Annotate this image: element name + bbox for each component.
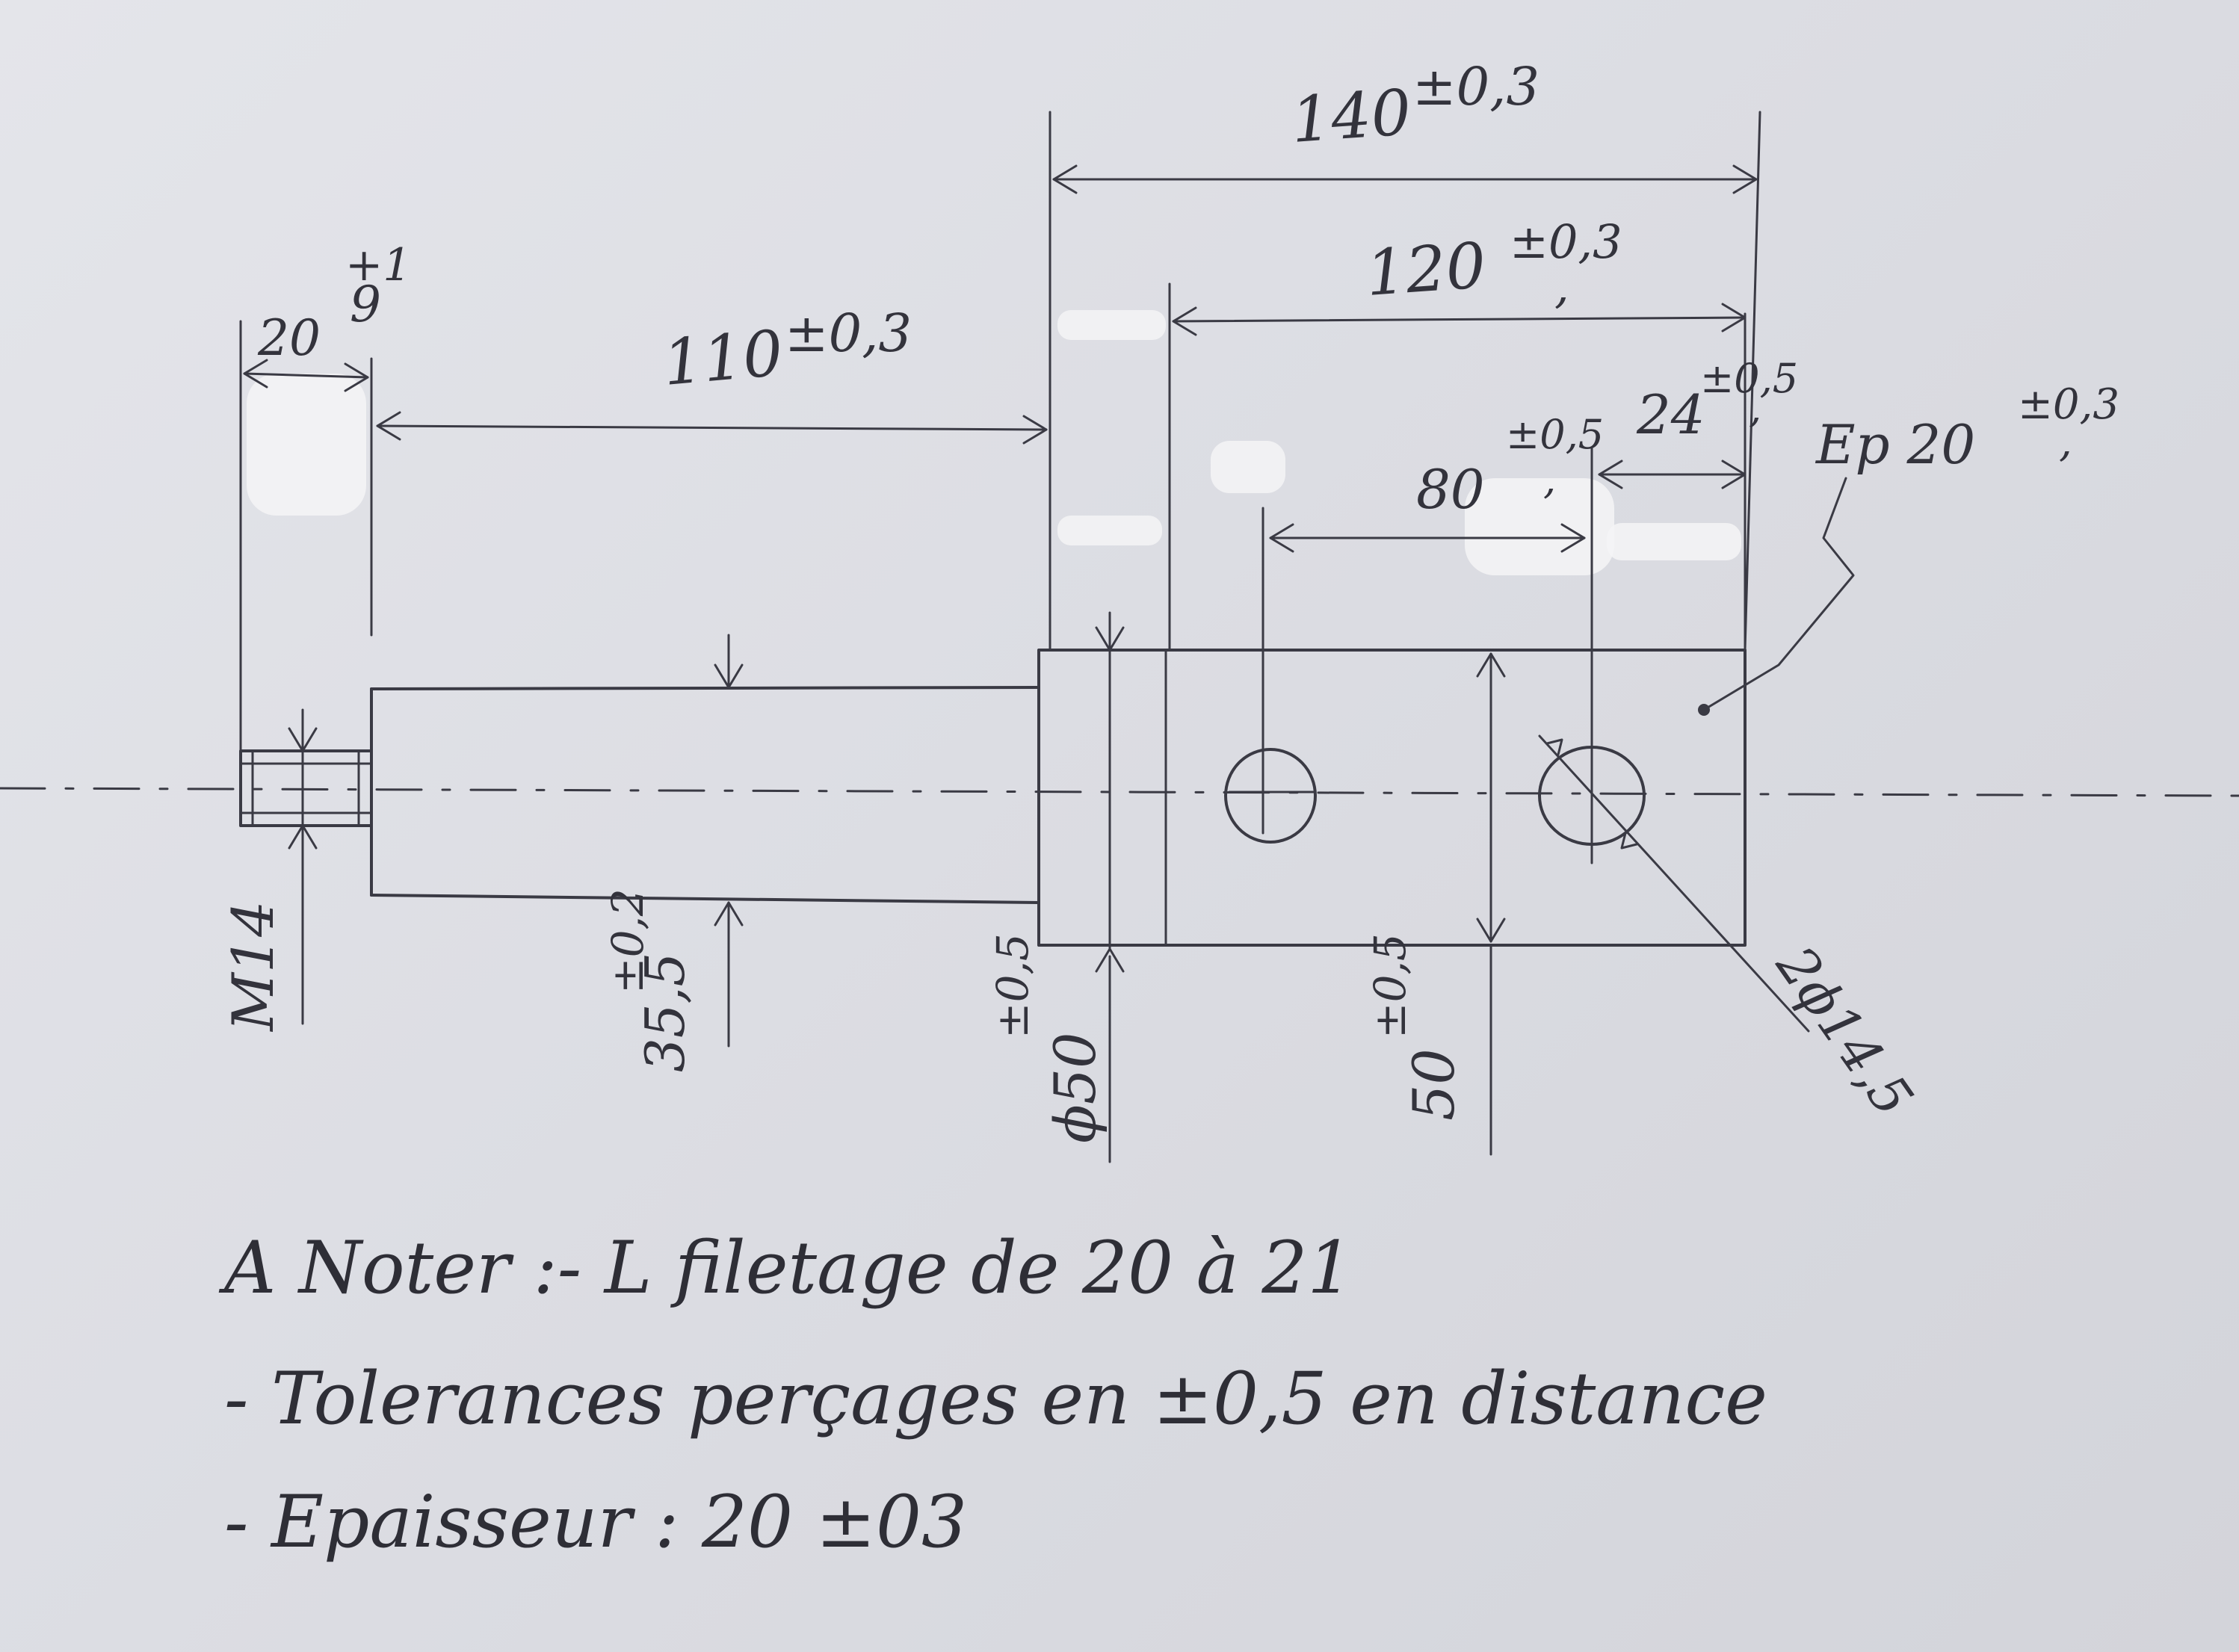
note-line-3: - Epaisseur : 20 ±03 <box>224 1480 967 1564</box>
block-height-tolerance: ±0,5 <box>1365 933 1415 1039</box>
shaft-length-tolerance: ±0,3 <box>785 303 912 364</box>
hole-1 <box>1224 507 1317 844</box>
centre-line <box>0 787 2239 797</box>
thickness-leader <box>1702 477 1855 711</box>
thickness-tolerance-upper: ±0,3 <box>2018 380 2119 429</box>
thread-length-tolerance: +1 <box>345 239 411 291</box>
note-line-1: A Noter :- L filetage de 20 à 21 <box>218 1226 1353 1310</box>
hole1-distance-tolerance-upper: ±0,5 <box>1506 411 1604 458</box>
collar-diameter-tolerance: ±0,5 <box>987 933 1038 1039</box>
thickness-label: Ep 20 <box>1815 413 1975 476</box>
block-length-tolerance-lower: , <box>1554 259 1569 314</box>
collar-diameter-value: ϕ50 <box>1042 1032 1108 1143</box>
hole2-distance-tolerance-lower: , <box>1749 385 1761 432</box>
hole1-distance-tolerance-lower: , <box>1543 456 1556 503</box>
shaft-length-value: 110 <box>660 316 785 400</box>
overall-length-tolerance: ±0,3 <box>1412 56 1539 117</box>
block-length-value: 120 <box>1364 229 1489 310</box>
notes: A Noter :- L filetage de 20 à 21 - Toler… <box>218 1226 1767 1564</box>
thread-length-alt: 9 <box>350 276 381 333</box>
holes-label: 2ϕ14,5 <box>1764 935 1926 1127</box>
dimension-lines <box>243 164 1758 973</box>
block-length-tolerance-upper: ±0,3 <box>1510 214 1622 269</box>
hole-2 <box>1538 447 1810 1033</box>
note-line-2: - Tolerances perçages en ±0,5 en distanc… <box>224 1357 1767 1441</box>
shaft-diameter-value: 35,5 <box>634 953 697 1072</box>
shaft <box>370 686 1040 904</box>
thread-label: M14 <box>220 900 286 1033</box>
extension-lines <box>239 111 1761 1163</box>
thickness-leader-dot <box>1698 704 1710 716</box>
overall-length-value: 140 <box>1289 75 1414 157</box>
correction-fluid-marks <box>247 310 1741 575</box>
block-height-value: 50 <box>1400 1048 1467 1121</box>
thickness-tolerance-lower: , <box>2059 418 2072 466</box>
hole2-distance-value: 24 <box>1636 383 1705 446</box>
thread-length-base: 20 <box>257 309 321 367</box>
hole1-distance-value: 80 <box>1416 458 1485 521</box>
block <box>1037 641 1747 950</box>
hole2-distance-tolerance-upper: ±0,5 <box>1700 355 1798 402</box>
shaft-diameter-tolerance: ±0,2 <box>602 888 653 994</box>
